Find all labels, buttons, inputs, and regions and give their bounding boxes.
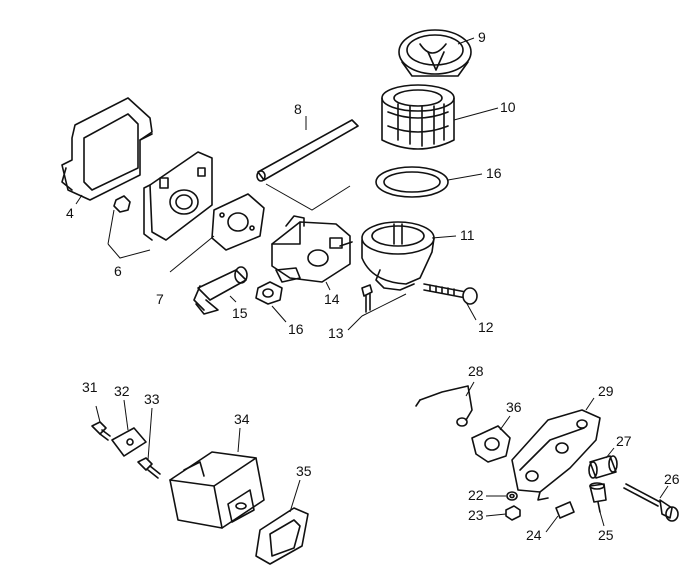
filter-cap-part (398, 29, 472, 77)
bracket-36-part (471, 425, 511, 463)
callout-9: 9 (478, 29, 486, 45)
callout-25: 25 (598, 527, 614, 543)
callout-16-spacer: 16 (288, 321, 304, 337)
ring-gasket-part (375, 166, 449, 198)
callout-11: 11 (460, 227, 475, 243)
wire-bracket-part (415, 385, 473, 427)
muffler-gasket-part (255, 507, 309, 565)
callout-13: 13 (328, 325, 344, 341)
plate-32-part (111, 427, 147, 457)
filter-housing-part (361, 221, 435, 291)
intake-boot-part (193, 266, 248, 315)
nut-23-part (505, 505, 521, 521)
callout-23: 23 (468, 507, 484, 523)
callout-14: 14 (324, 291, 340, 307)
gasket-part (211, 193, 265, 251)
callout-24: 24 (526, 527, 542, 543)
pin-26-part (623, 483, 679, 522)
callout-7: 7 (156, 291, 164, 307)
callout-10: 10 (500, 99, 516, 115)
callout-labels: 4 6 7 8 9 10 16 11 12 13 14 15 16 28 29 … (66, 29, 680, 543)
ring-22-part (506, 491, 518, 501)
carburetor-part (271, 215, 353, 283)
bolt-33-part (137, 457, 161, 479)
callout-22: 22 (468, 487, 484, 503)
filter-element-part (381, 84, 455, 150)
cylinder-27-part (588, 455, 618, 479)
callout-27: 27 (616, 433, 632, 449)
callout-8: 8 (294, 101, 302, 117)
callout-26: 26 (664, 471, 680, 487)
callout-16-ring: 16 (486, 165, 502, 181)
brake-housing-part (511, 409, 601, 501)
callout-29: 29 (598, 383, 614, 399)
spacer-part (255, 281, 283, 305)
leader-lines (75, 37, 669, 533)
long-screw-part (423, 283, 478, 305)
bolt-31-part (91, 421, 111, 441)
rod-part (256, 119, 359, 182)
callout-35: 35 (296, 463, 312, 479)
adapter-plate-part (113, 151, 213, 241)
callout-31: 31 (82, 379, 98, 395)
callout-6: 6 (114, 263, 122, 279)
callout-4: 4 (66, 205, 74, 221)
callout-34: 34 (234, 411, 250, 427)
valve-25-part (589, 482, 607, 513)
callout-32: 32 (114, 383, 130, 399)
callout-28: 28 (468, 363, 484, 379)
callout-33: 33 (144, 391, 160, 407)
callout-12: 12 (478, 319, 494, 335)
pad-24-part (555, 501, 575, 519)
small-screw-part (361, 284, 373, 313)
airbox-frame-part (61, 97, 153, 201)
muffler-part (169, 451, 265, 529)
callout-36: 36 (506, 399, 522, 415)
callout-15: 15 (232, 305, 248, 321)
